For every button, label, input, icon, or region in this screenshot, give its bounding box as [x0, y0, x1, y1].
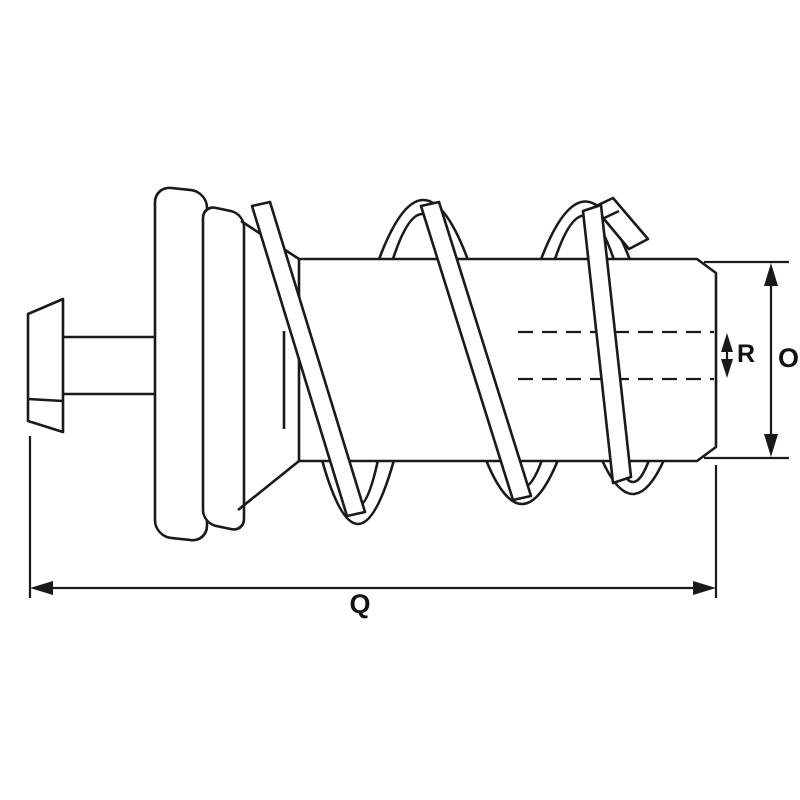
dimension-group	[28, 260, 789, 598]
spring-strand	[250, 200, 367, 518]
arrowhead-down	[721, 359, 733, 378]
spring-strand	[419, 200, 533, 502]
spring-strand	[581, 203, 633, 485]
flange-washer-inner	[201, 206, 246, 531]
arrowhead-up	[721, 333, 733, 352]
label-overall-length: Q	[349, 589, 370, 619]
dimension-bore-diameter	[721, 333, 733, 378]
taper-bottom-line	[237, 459, 300, 512]
dimension-overall-length	[28, 436, 718, 598]
spring-end-stub	[592, 196, 650, 251]
plunger-cone-edge-line	[27, 397, 64, 403]
label-bore-diameter: R	[737, 340, 755, 368]
arrowhead-left	[30, 581, 53, 595]
arrowhead-down	[764, 434, 778, 457]
part-outline-group	[26, 186, 718, 542]
dimension-outer-diameter	[704, 260, 789, 460]
plunger-shaft	[63, 335, 158, 396]
label-outer-diameter: O	[778, 343, 799, 373]
arrowhead-right	[693, 581, 716, 595]
flange-washer-outer	[153, 186, 209, 542]
plunger-cone	[26, 297, 65, 434]
arrowhead-up	[764, 263, 778, 286]
